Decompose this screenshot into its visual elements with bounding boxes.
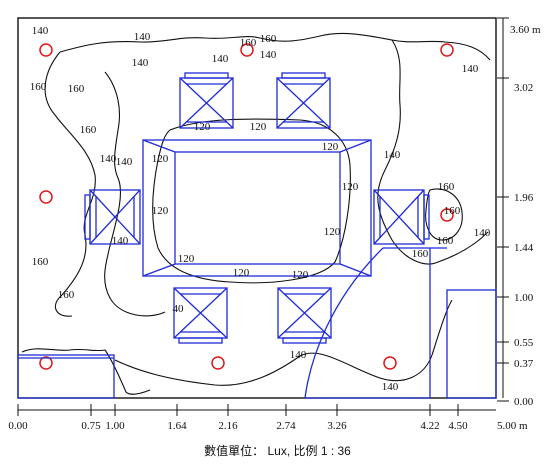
contour-value-label: 140 [260,49,277,61]
x-tick-label: 2.16 [218,420,238,432]
contour-value-label: 160 [437,235,454,247]
contour-160-bottom-left [21,348,151,395]
y-axis-tick-labels: 3.02 1.96 1.44 1.00 0.55 0.37 0.00 [514,82,534,408]
contour-value-label: 120 [342,181,359,193]
contour-value-label: 120 [324,226,341,238]
contour-value-label: 160 [58,289,75,301]
contour-value-label: 160 [444,205,461,217]
y-axis [497,17,509,402]
contour-value-label: 140 [384,149,401,161]
y-tick-label: 1.00 [514,292,534,304]
contour-value-label: 120 [250,121,267,133]
contour-value-label: 160 [68,83,85,95]
unit-scale-caption: 數值單位： Lux, 比例 1 : 36 [204,444,351,458]
contour-value-label: 120 [178,253,195,265]
contour-value-label: 140 [462,63,479,75]
contour-value-label: 160 [240,37,257,49]
light-marker [211,356,225,370]
contour-lines [21,32,491,395]
contour-value-label: 120 [322,141,339,153]
y-axis-top-label: 3.60 m [510,24,541,36]
contour-value-label: 140 [32,25,49,37]
contour-value-label: 120 [292,269,309,281]
contour-value-label: 160 [30,81,47,93]
contour-value-label: 160 [260,33,277,45]
contour-140-top [59,32,491,61]
contour-value-label: 140 [134,31,151,43]
light-marker [440,208,454,222]
x-axis-end-label: 5.00 m [497,420,528,432]
y-tick-label: 3.02 [514,82,533,94]
contour-value-label: 120 [233,267,250,279]
room-outline [17,17,497,399]
x-tick-label: 1.00 [105,420,125,432]
contour-140-bottom [114,299,453,386]
x-axis-tick-labels: 0.00 0.75 1.00 1.64 2.16 2.74 3.26 4.22 4.50 [8,420,468,432]
x-tick-label: 0.00 [8,420,28,432]
light-markers [39,43,454,370]
x-tick-label: 4.50 [448,420,468,432]
contour-value-label: 140 [112,235,129,247]
y-tick-label: 1.44 [514,242,534,254]
contour-value-label: 140 [132,57,149,69]
light-marker [240,43,254,57]
contour-120-inner [152,118,351,284]
x-tick-label: 3.26 [327,420,347,432]
x-tick-label: 0.75 [81,420,101,432]
chair-bottom-right [277,287,332,344]
x-tick-label: 2.74 [276,420,296,432]
contour-value-label: 120 [152,205,169,217]
contour-value-label: 140 [382,381,399,393]
y-tick-label: 0.00 [514,396,534,408]
contour-140-left [104,71,166,317]
contour-value-label: 160 [438,181,455,193]
x-tick-label: 1.64 [167,420,187,432]
door-partition [304,247,497,399]
chair-left [84,189,141,245]
y-tick-label: 1.96 [514,192,534,204]
conference-table [142,139,372,277]
contour-value-label: 160 [412,248,429,260]
contour-value-label: 140 [290,349,307,361]
contour-value-label: 160 [32,256,49,268]
y-tick-label: 0.37 [514,358,534,370]
light-marker [383,356,397,370]
chair-right [373,189,430,245]
contour-value-label: 140 [474,227,491,239]
contour-value-label: 140 [116,156,133,168]
contour-140-right [377,39,489,265]
light-marker [39,356,53,370]
contour-value-label: 40 [173,303,185,315]
light-marker [440,43,454,57]
chair-bottom-left [173,287,228,344]
light-marker [39,43,53,57]
light-marker [39,190,53,204]
contour-value-label: 120 [194,121,211,133]
cabinet-bottom-left [17,354,115,399]
contour-value-label: 120 [152,153,169,165]
contour-160-right [425,188,463,241]
x-axis [17,404,496,416]
y-tick-label: 0.55 [514,337,534,349]
x-tick-label: 4.22 [420,420,439,432]
chair-top-right [276,72,331,129]
furniture [17,72,497,399]
chair-top-left [179,72,234,129]
contour-value-label: 140 [212,53,229,65]
contour-value-label: 140 [100,153,117,165]
contour-value-label: 160 [80,124,97,136]
